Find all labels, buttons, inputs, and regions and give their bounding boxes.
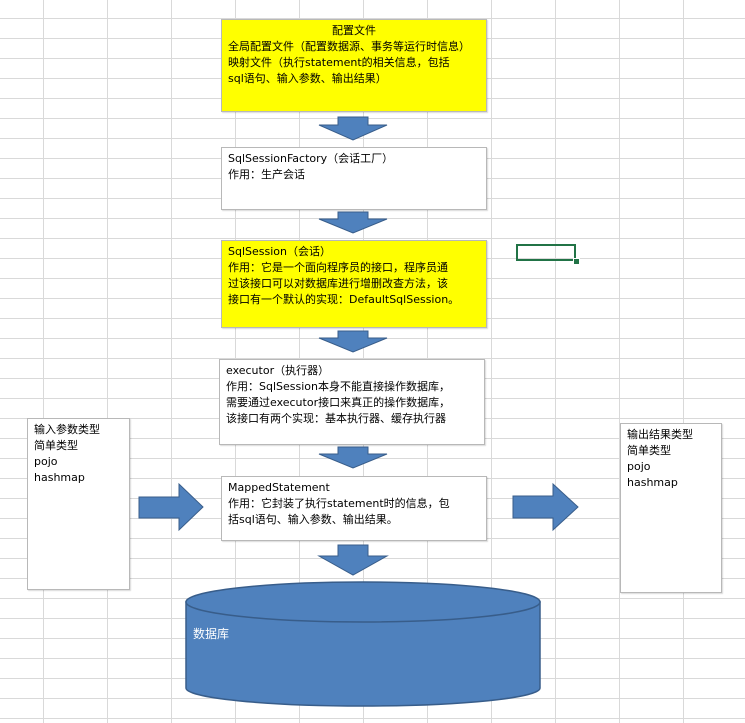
down-arrow-icon[interactable] (317, 544, 389, 576)
mappedstatement-title: MappedStatement (228, 481, 330, 494)
output-result-box[interactable]: 输出结果类型 简单类型 pojo hashmap (620, 423, 722, 593)
down-arrow-icon[interactable] (318, 211, 388, 234)
executor-desc-line: 该接口有两个实现：基本执行器、缓存执行器 (226, 412, 446, 425)
down-arrow-icon[interactable] (318, 330, 388, 353)
down-arrow-icon[interactable] (318, 116, 388, 141)
right-arrow-icon[interactable] (512, 482, 579, 532)
config-file-title: 配置文件 (332, 24, 376, 37)
sqlsession-box[interactable]: SqlSession（会话） 作用：它是一个面向程序员的接口，程序员通 过该接口… (221, 240, 487, 328)
output-result-item: hashmap (627, 476, 678, 489)
sqlsession-desc-line: 作用：它是一个面向程序员的接口，程序员通 (228, 261, 448, 274)
database-cylinder-icon[interactable] (185, 581, 541, 707)
executor-title: executor（执行器） (226, 364, 330, 377)
sqlsessionfactory-desc: 作用：生产会话 (228, 168, 305, 181)
input-param-item: hashmap (34, 471, 85, 484)
config-file-line: 全局配置文件（配置数据源、事务等运行时信息） (228, 40, 470, 53)
mappedstatement-desc-line: 括sql语句、输入参数、输出结果。 (228, 513, 398, 526)
mappedstatement-desc-line: 作用：它封装了执行statement时的信息，包 (228, 497, 450, 510)
config-file-line: sql语句、输入参数、输出结果） (228, 72, 387, 85)
selected-cell[interactable] (516, 244, 576, 261)
input-param-title: 输入参数类型 (34, 423, 100, 436)
input-param-item: 简单类型 (34, 439, 78, 452)
down-arrow-icon[interactable] (318, 446, 388, 469)
database-label: 数据库 (193, 627, 230, 641)
output-result-title: 输出结果类型 (627, 428, 693, 441)
output-result-item: pojo (627, 460, 651, 473)
mappedstatement-box[interactable]: MappedStatement 作用：它封装了执行statement时的信息，包… (221, 476, 487, 541)
fill-handle[interactable] (573, 258, 580, 265)
right-arrow-icon[interactable] (138, 482, 204, 532)
config-file-box[interactable]: 配置文件 全局配置文件（配置数据源、事务等运行时信息） 映射文件（执行state… (221, 19, 487, 112)
sqlsession-desc-line: 过该接口可以对数据库进行增删改查方法，该 (228, 277, 448, 290)
input-param-item: pojo (34, 455, 58, 468)
sqlsessionfactory-title: SqlSessionFactory（会话工厂） (228, 152, 394, 165)
executor-desc-line: 作用：SqlSession本身不能直接操作数据库， (226, 380, 450, 393)
config-file-line: 映射文件（执行statement的相关信息，包括 (228, 56, 450, 69)
executor-desc-line: 需要通过executor接口来真正的操作数据库， (226, 396, 451, 409)
executor-box[interactable]: executor（执行器） 作用：SqlSession本身不能直接操作数据库， … (219, 359, 485, 445)
output-result-item: 简单类型 (627, 444, 671, 457)
sqlsession-desc-line: 接口有一个默认的实现：DefaultSqlSession。 (228, 293, 460, 306)
sqlsessionfactory-box[interactable]: SqlSessionFactory（会话工厂） 作用：生产会话 (221, 147, 487, 210)
input-param-box[interactable]: 输入参数类型 简单类型 pojo hashmap (27, 418, 130, 590)
sqlsession-title: SqlSession（会话） (228, 245, 331, 258)
